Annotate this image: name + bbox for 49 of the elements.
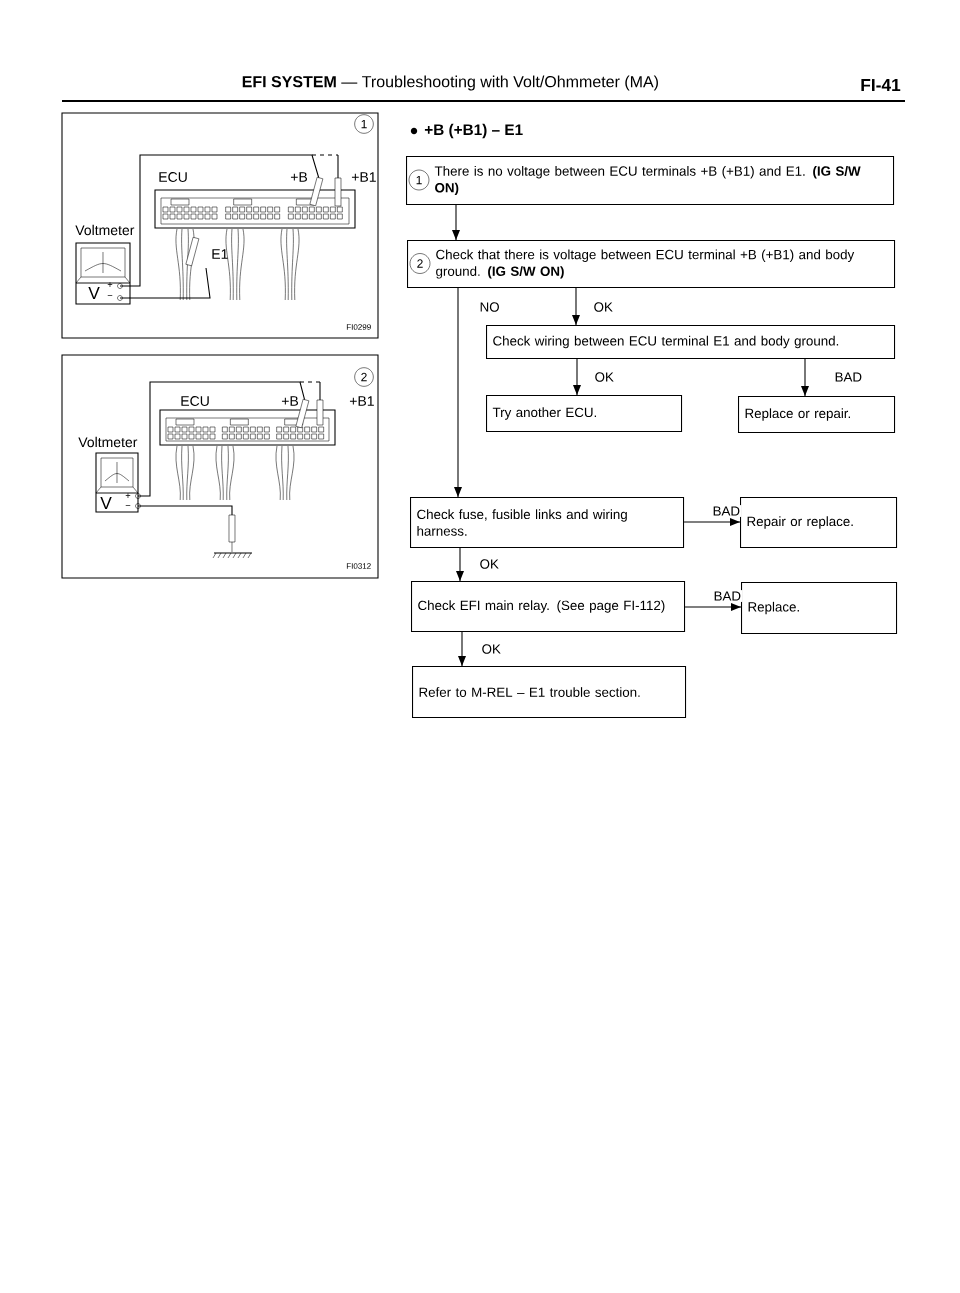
edge-label: OK <box>480 642 503 656</box>
circled-number: 1 <box>354 114 374 134</box>
edge-label: BAD <box>711 505 742 517</box>
figure-code: FI0312 <box>346 563 371 569</box>
page-number: FI-41 <box>861 79 901 91</box>
arrow <box>683 518 741 526</box>
process-box: Try another ECU. <box>486 395 683 433</box>
meter-label: Voltmeter <box>75 224 135 236</box>
arrow <box>452 204 460 241</box>
process-box: Check wiring between ECU terminal E1 and body ground. <box>486 325 896 360</box>
circled-number: 1 <box>408 169 430 191</box>
page-title: EFI SYSTEM — Troubleshooting with Volt/Ohmmeter (MA) <box>242 75 658 91</box>
meter-symbol: V <box>100 497 112 509</box>
process-box: Check fuse, fusible links and wiring harness. <box>410 497 685 549</box>
edge-label: OK <box>593 370 616 384</box>
circled-number: 2 <box>409 253 431 274</box>
edge-label: BAD <box>833 371 864 383</box>
arrow <box>456 547 464 582</box>
ecu-label: ECU <box>181 396 209 406</box>
figure-code: FI0299 <box>346 324 371 330</box>
terminal-label: +B1 <box>351 172 376 182</box>
terminal-label: +B <box>290 172 308 182</box>
edge-label: OK <box>478 557 501 571</box>
ecu-label: ECU <box>159 172 187 182</box>
process-box: Check EFI main relay. (See page FI-112) <box>411 581 686 633</box>
arrow <box>801 358 809 397</box>
arrow <box>454 287 462 498</box>
edge-label: BAD <box>712 590 743 602</box>
polarity-mark: + <box>107 282 113 287</box>
process-box: Refer to M-REL – E1 trouble section. <box>412 666 687 719</box>
arrow <box>684 603 742 611</box>
edge-label: NO <box>478 300 501 314</box>
terminal-label: +B <box>281 396 299 406</box>
polarity-mark: − <box>125 505 131 506</box>
edge-label: OK <box>592 300 615 314</box>
circled-number: 2 <box>354 367 374 387</box>
terminal-label: +B1 <box>349 396 374 406</box>
process-box: Replace or repair. <box>738 396 896 434</box>
section-heading: +B (+B1) – E1 <box>424 123 523 139</box>
arrow <box>458 631 466 667</box>
process-box: Replace. <box>741 582 898 635</box>
arrow <box>572 287 580 326</box>
arrow <box>573 358 581 396</box>
terminal-label: E1 <box>212 249 228 259</box>
polarity-mark: + <box>125 493 131 498</box>
process-box: Repair or replace. <box>740 497 898 549</box>
polarity-mark: − <box>107 295 113 296</box>
meter-symbol: V <box>88 287 100 299</box>
meter-label: Voltmeter <box>78 436 138 448</box>
